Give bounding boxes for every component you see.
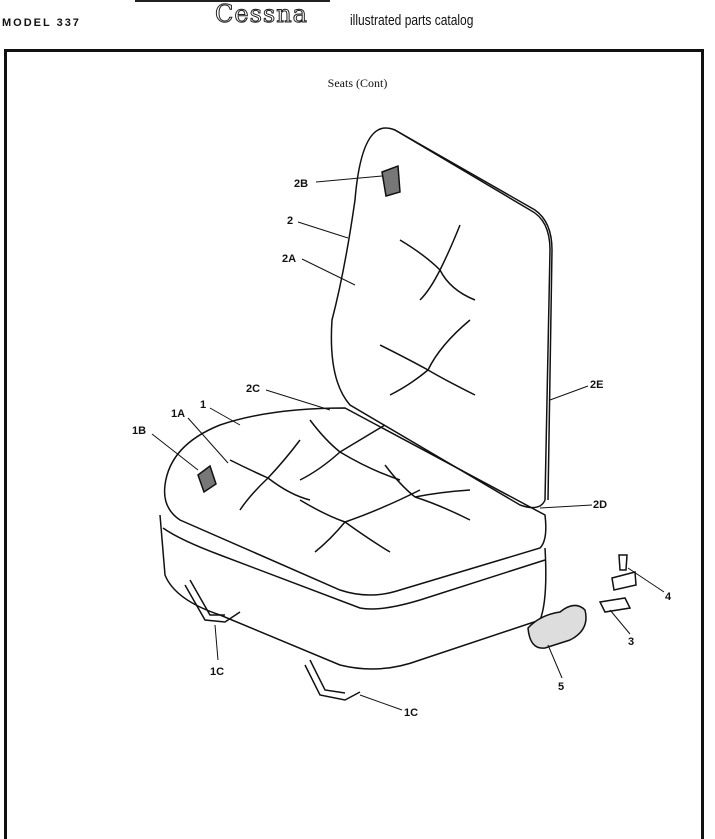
callout-2b: 2B	[294, 178, 308, 190]
callout-4: 4	[665, 591, 672, 603]
callout-2d: 2D	[593, 499, 607, 511]
callout-2e: 2E	[590, 379, 603, 391]
part-3-plate	[598, 597, 632, 613]
part-5-latch	[527, 604, 587, 649]
figure-frame	[4, 49, 704, 839]
callout-2: 2	[287, 215, 293, 227]
model-label: MODEL 337	[2, 17, 81, 29]
catalog-title: illustrated parts catalog	[350, 12, 474, 29]
seat-leg	[304, 659, 361, 701]
callout-1c: 1C	[404, 707, 418, 719]
callout-1a: 1A	[171, 408, 185, 420]
cushion-tag	[197, 464, 217, 494]
seat-back-tag	[381, 164, 401, 197]
brand-logo: Cessna	[215, 0, 308, 29]
callout-2c: 2C	[246, 383, 260, 395]
callout-2a: 2A	[282, 253, 296, 265]
seat-cushion	[163, 407, 547, 596]
seat-back	[330, 127, 551, 509]
seat-illustration: 2B 2 2A 2C 1 1A 1B 2E 2D 4 3 5 1C 1C	[132, 127, 672, 719]
callout-1b: 1B	[132, 425, 146, 437]
logo-rule	[135, 0, 330, 2]
callout-3: 3	[628, 636, 634, 648]
callout-1c: 1C	[210, 666, 224, 678]
callout-1: 1	[200, 399, 206, 411]
part-4-bolt	[611, 554, 637, 591]
seat-leg	[184, 579, 241, 623]
callout-5: 5	[558, 681, 564, 693]
figure-title: Seats (Cont)	[327, 76, 388, 90]
